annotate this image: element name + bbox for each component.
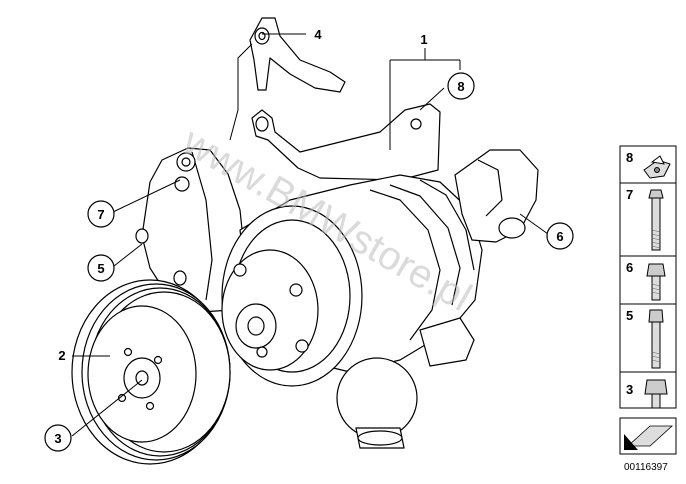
- legend-item-3: 3: [626, 379, 668, 409]
- callout-5-circle: 5: [87, 254, 115, 282]
- bracket-4: [249, 17, 346, 93]
- pump-assembly-art: [71, 17, 539, 465]
- pump-front-face: [221, 205, 363, 387]
- callout-3-circle: 3: [44, 424, 72, 452]
- callout-3: 3: [54, 431, 61, 446]
- long-hex-bolt-icon: [648, 189, 664, 251]
- arrow-icon: [624, 425, 674, 450]
- legend-item-8: 8: [626, 150, 671, 179]
- callout-7-circle: 7: [87, 200, 115, 228]
- legend-number-7: 7: [626, 187, 633, 202]
- callout-4: 4: [314, 27, 322, 42]
- document-number: 00116397: [624, 462, 668, 473]
- callout-8: 8: [457, 79, 464, 94]
- pulley-2: [71, 279, 231, 465]
- direction-arrow-box: [619, 417, 677, 455]
- bracket-arm: [251, 103, 441, 181]
- clip-nut-icon: [643, 155, 671, 179]
- callout-6: 6: [556, 229, 563, 244]
- callout-8-circle: 8: [447, 72, 475, 100]
- legend-number-6: 6: [626, 260, 633, 275]
- legend-number-3: 3: [626, 382, 633, 397]
- legend-item-6: 6: [626, 260, 666, 301]
- legend-number-5: 5: [626, 308, 633, 323]
- legend-number-8: 8: [626, 150, 633, 165]
- legend-panel: 8 7 6: [619, 145, 677, 409]
- leader-lines: [71, 33, 549, 437]
- long-bolt-icon: [648, 309, 664, 369]
- callout-7: 7: [97, 207, 104, 222]
- callout-1: 1: [420, 32, 427, 47]
- callout-6-circle: 6: [546, 222, 574, 250]
- hex-bolt-icon: [644, 379, 668, 409]
- legend-item-7: 7: [626, 187, 664, 251]
- callout-2: 2: [58, 348, 65, 363]
- short-hex-bolt-icon: [646, 263, 666, 301]
- callouts: 1 2 3 4 5 6 7 8: [44, 27, 574, 452]
- legend-item-5: 5: [626, 308, 664, 369]
- callout-5: 5: [97, 261, 104, 276]
